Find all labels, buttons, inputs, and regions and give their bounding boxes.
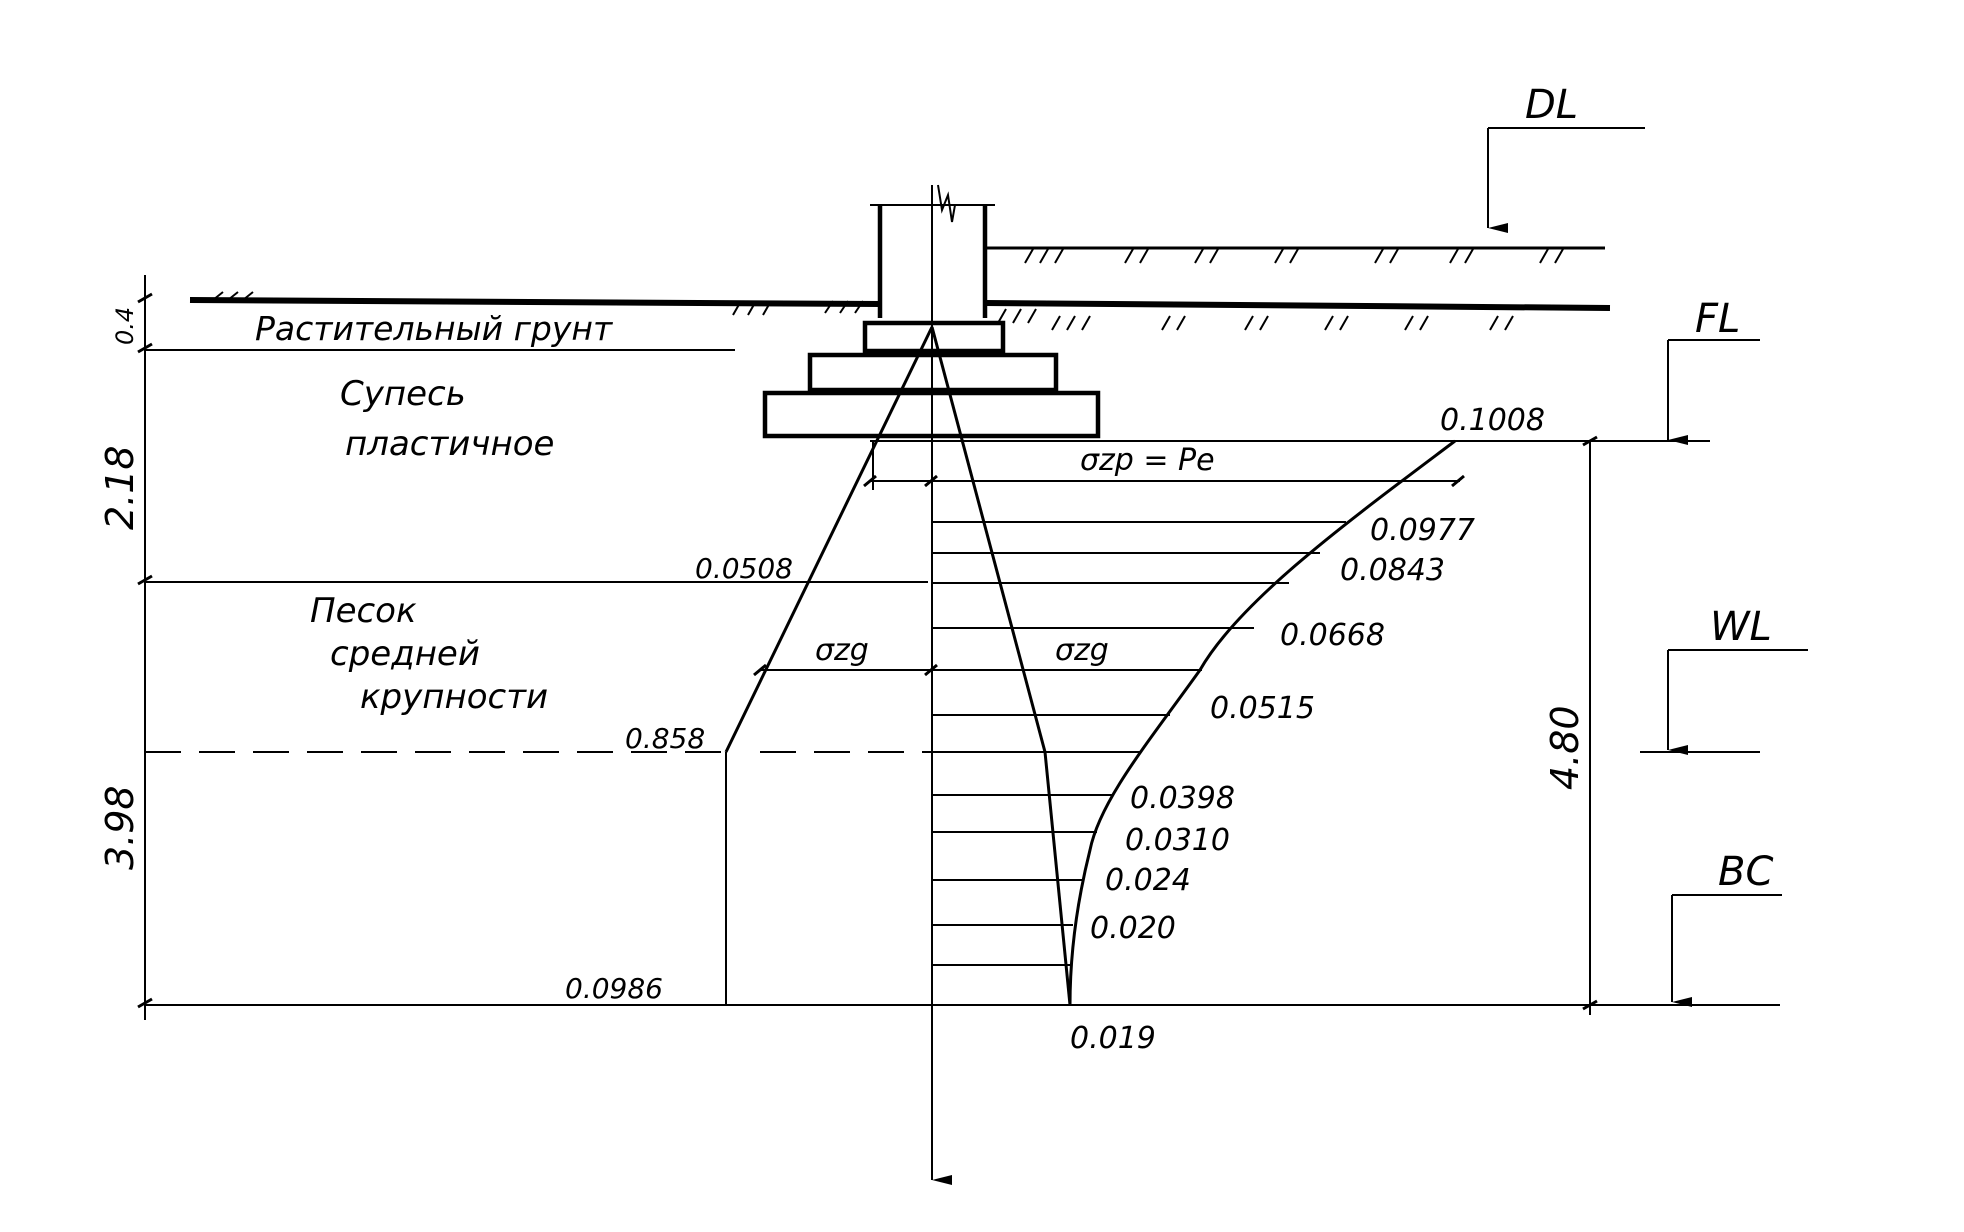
right-dimension [1582, 435, 1598, 1015]
szg-diagram [724, 326, 934, 1005]
dl-marker [1487, 127, 1645, 233]
layer-boundaries [145, 349, 1780, 1006]
layer2-name-line1: Супесь [340, 374, 466, 414]
layer2-thickness: 2.18 [98, 445, 142, 530]
szp-bars [932, 521, 1346, 966]
szp-value-5: 0.0398 [1130, 781, 1235, 816]
fl-marker [1667, 339, 1760, 445]
szg-dimension [753, 663, 1110, 677]
szp-value-2: 0.0843 [1340, 553, 1445, 588]
ground-surface-right-lower [984, 300, 1611, 311]
szg-right-label: σzg [1055, 633, 1109, 668]
layer3-thickness: 3.98 [98, 785, 142, 870]
szp-curve [1068, 439, 1456, 1006]
szg-value-1: 0.858 [625, 722, 705, 755]
wl-marker [1667, 649, 1808, 755]
ground-surface-left [189, 297, 881, 307]
layer2-name-line2: пластичное [345, 424, 554, 464]
szp-value-4: 0.0515 [1210, 691, 1315, 726]
szp-value-1: 0.0977 [1370, 513, 1475, 548]
layer1-name: Растительный грунт [255, 309, 614, 348]
szg-value-0: 0.0508 [695, 552, 793, 585]
szp-value-0: 0.1008 [1440, 403, 1545, 438]
dl-label: DL [1525, 82, 1578, 128]
szp-value-9: 0.019 [1070, 1021, 1156, 1056]
total-depth: 4.80 [1543, 705, 1587, 790]
szg-left-label: σzg [815, 633, 869, 668]
fl-label: FL [1695, 296, 1740, 342]
szp-value-7: 0.024 [1105, 863, 1191, 898]
layer3-name-line1: Песок [310, 591, 417, 631]
szp-eq-label: σzp = Pe [1080, 443, 1215, 478]
layer3-name-line2: средней [330, 634, 480, 674]
szg-value-2: 0.0986 [565, 972, 663, 1005]
layer1-thickness: 0.4 [111, 307, 139, 345]
bc-marker [1671, 894, 1782, 1007]
szp-value-3: 0.0668 [1280, 618, 1385, 653]
bc-label: BC [1718, 849, 1773, 895]
szp-value-6: 0.0310 [1125, 823, 1230, 858]
wl-label: WL [1710, 604, 1772, 650]
left-dimension-chain [137, 275, 153, 1020]
szp-value-8: 0.020 [1090, 911, 1176, 946]
layer3-name-line3: крупности [360, 677, 548, 717]
szp-dimension [863, 440, 1465, 490]
soil-hatching [212, 248, 1564, 331]
